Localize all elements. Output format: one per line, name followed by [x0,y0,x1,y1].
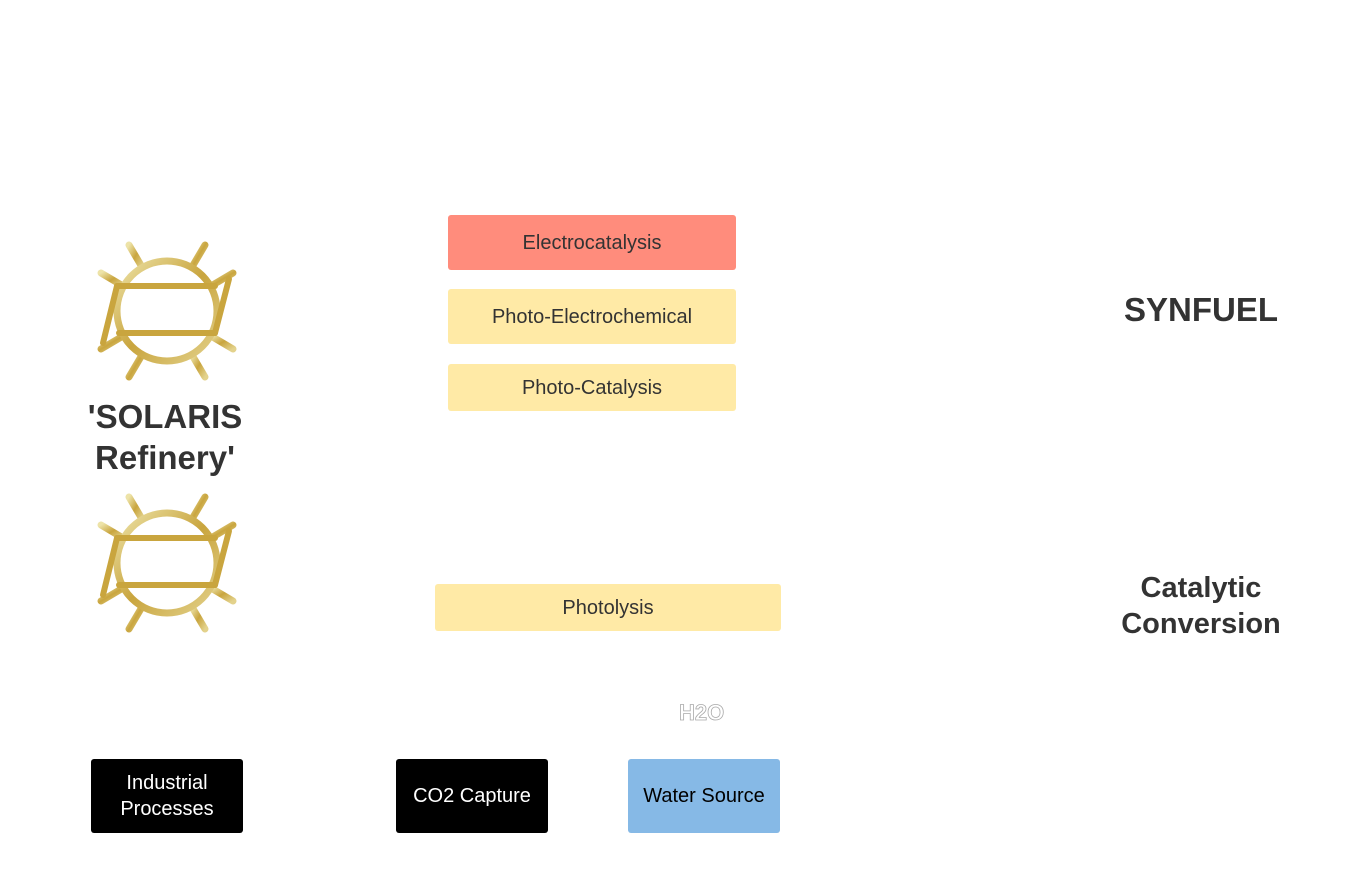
electrocatalysis-box[interactable]: Electrocatalysis [448,215,736,270]
synfuel-label: SYNFUEL [1123,291,1278,328]
top-sun-icon [87,231,247,391]
co2-capture-box[interactable]: CO2 Capture [396,759,548,833]
water-source-box[interactable]: Water Source [628,759,780,833]
sun-icon [87,231,247,391]
bottom-sun-icon [87,483,247,643]
industrial-processes-box[interactable]: Industrial Processes [91,759,243,833]
h2o-label: H2O [679,700,725,726]
photolysis-box[interactable]: Photolysis [435,584,781,631]
photo-catalysis-box[interactable]: Photo-Catalysis [448,364,736,411]
photo-electrochemical-box[interactable]: Photo-Electrochemical [448,289,736,344]
catalytic-conversion-label: Catalytic Conversion [1121,572,1281,640]
diagram-title: 'SOLARIS Refinery' [87,398,243,476]
sun-icon [87,483,247,643]
